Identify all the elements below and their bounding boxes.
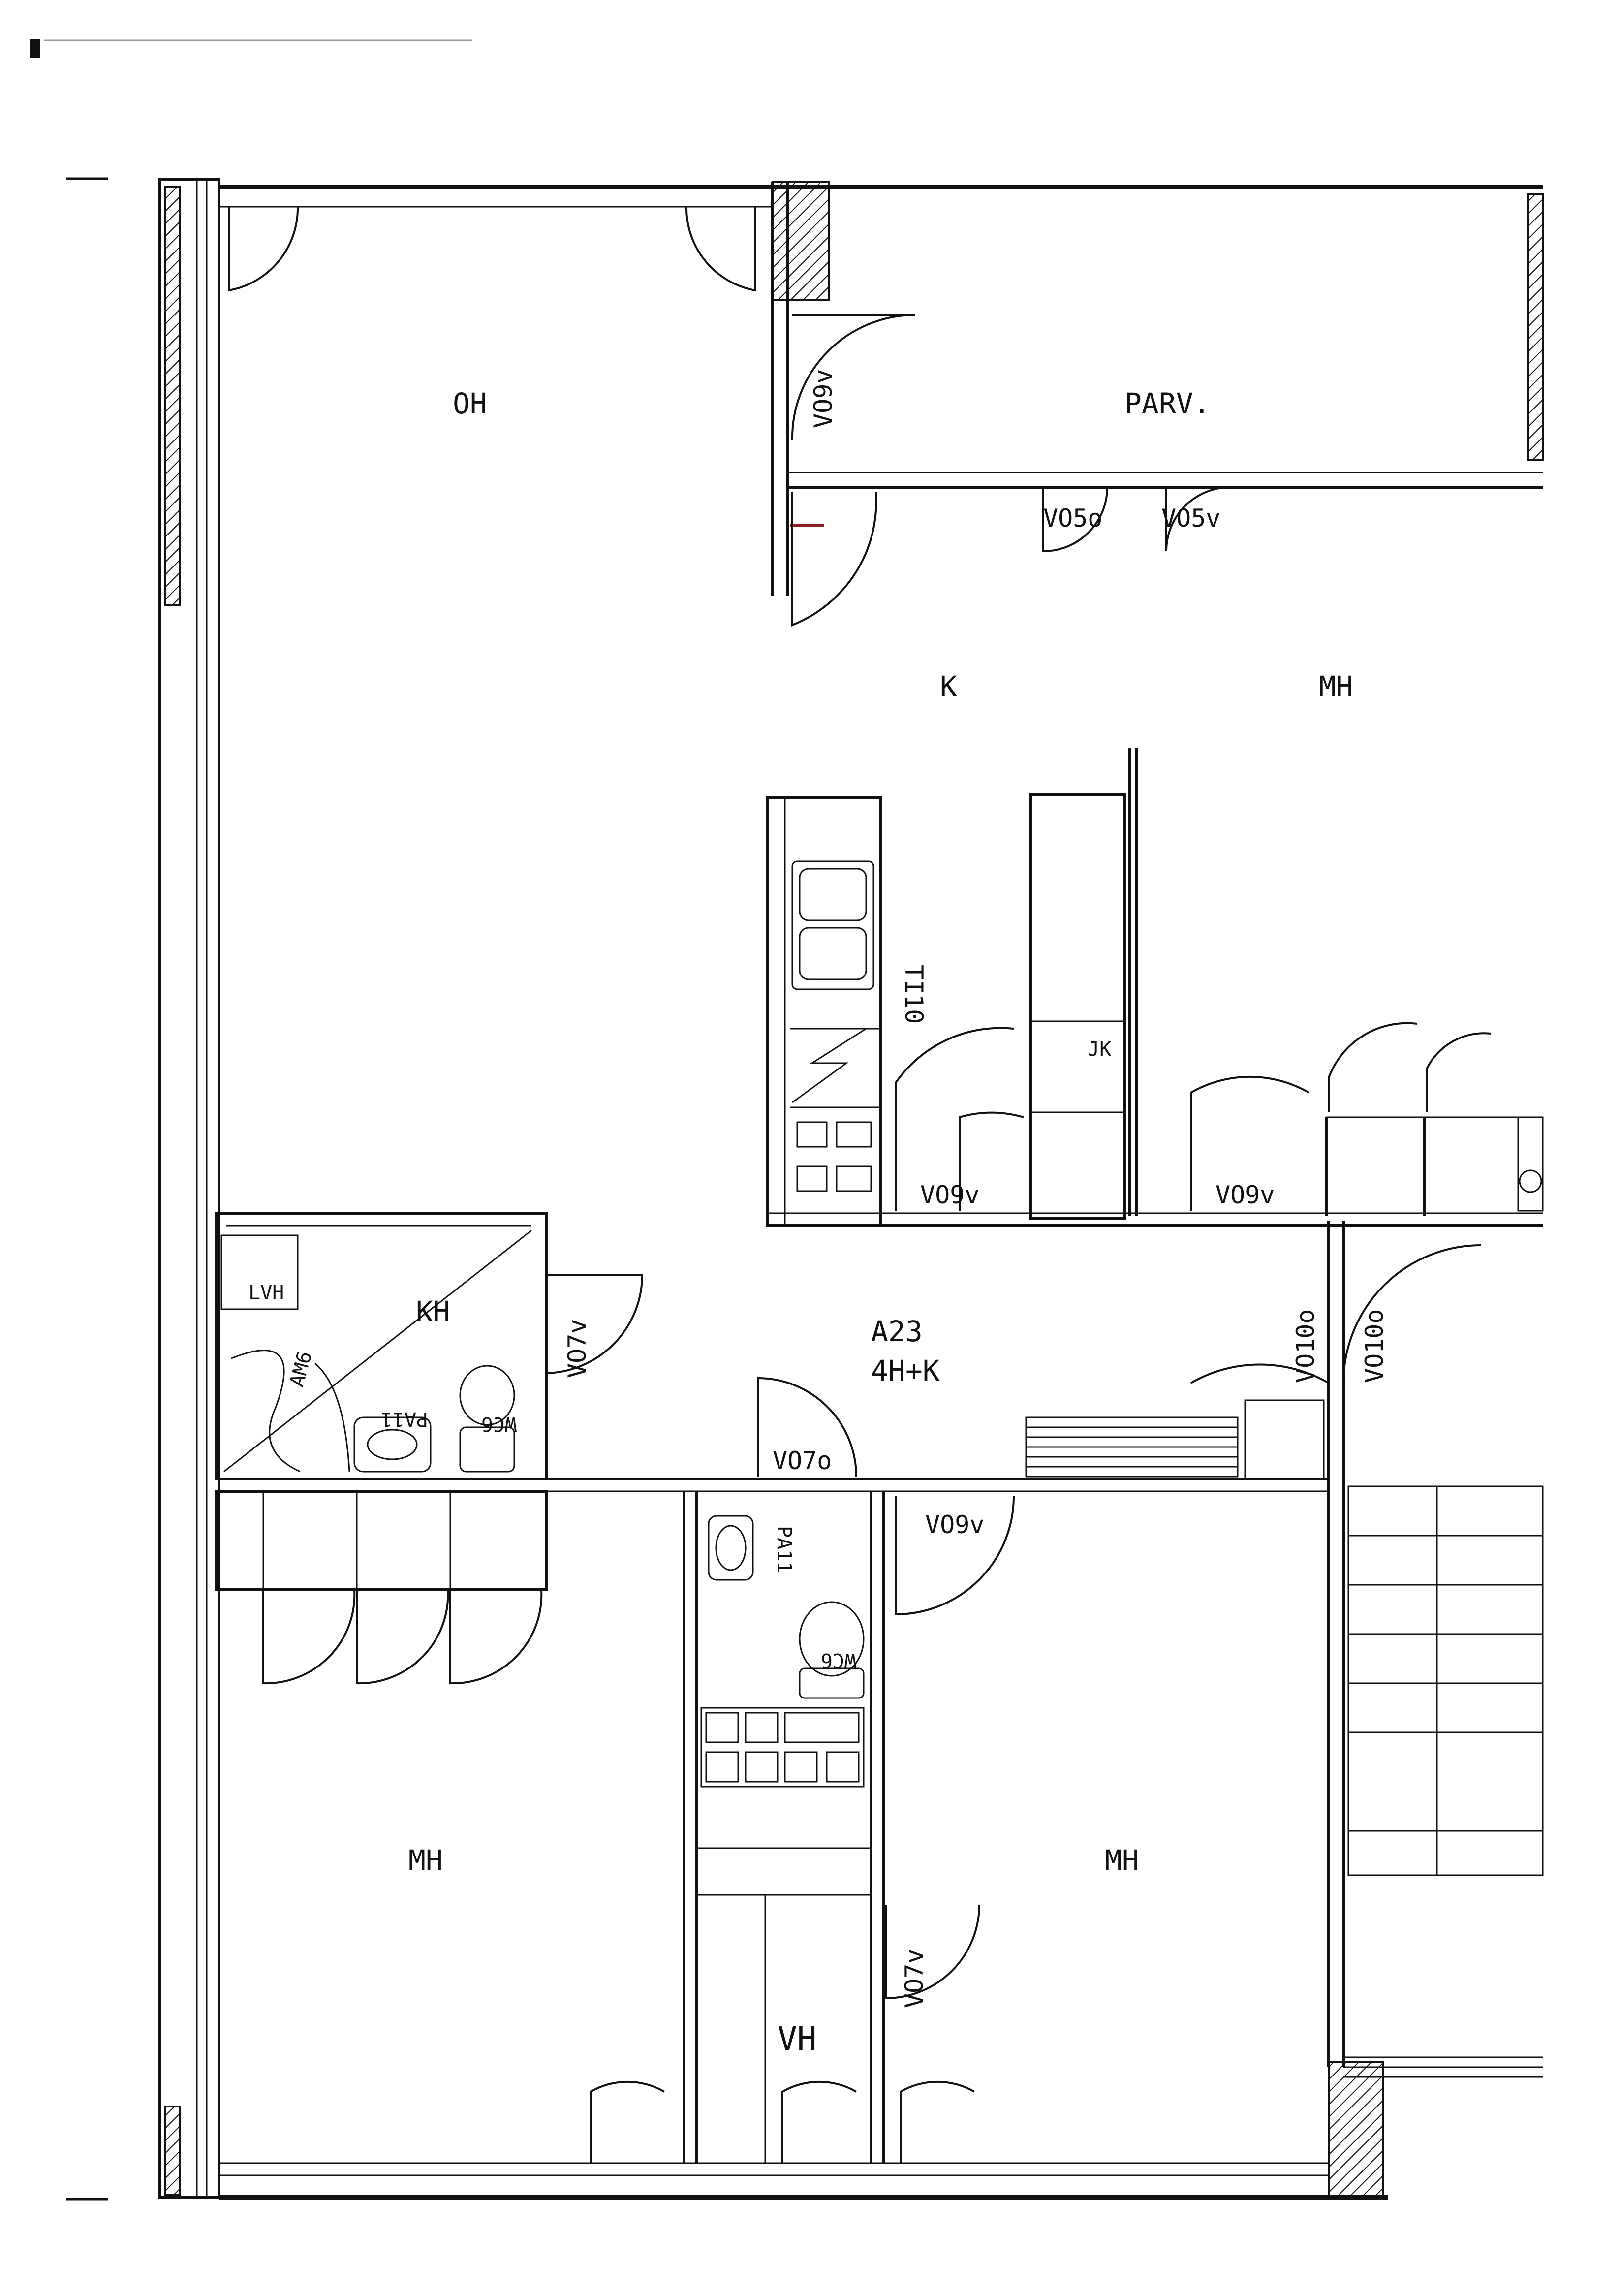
code-jk: JK [1088,1038,1111,1061]
room-label-mh-left: MH [408,1844,443,1877]
scan-mark [30,39,40,58]
code-vo7v-vh: VO7v [900,1949,929,2008]
code-vo9v-mh: VO9v [925,1510,984,1539]
code-am6: AM6 [285,1349,316,1389]
code-vo10o-left: VO10o [1291,1309,1320,1383]
room-label-kh: KH [416,1295,450,1328]
code-pa11-kh: PA11 [381,1408,428,1430]
code-vo5o: VO5o [1043,504,1102,533]
room-label-parv: PARV. [1124,387,1211,420]
room-label-mh-right: MH [1105,1844,1139,1877]
interior-walls [215,748,1544,2163]
room-label-k: K [940,670,957,703]
fixtures [220,860,1544,1699]
room-label-vh: VH [778,2020,816,2058]
code-vo9v-kitchen-left: VO9v [920,1181,979,1209]
apartment-id: A23 [871,1315,923,1348]
doors [228,206,1492,2163]
code-vo9v-kitchen-right: VO9v [1215,1181,1275,1209]
code-wc6-wc: WC6 [821,1649,856,1671]
room-label-mh-top: MH [1319,670,1353,703]
code-vo10o-right: VO10o [1360,1309,1389,1383]
code-vo7o: VO7o [773,1447,832,1475]
code-lvh: LVH [249,1282,284,1304]
outer-walls [158,178,1544,2200]
code-vo7v-kh: VO7v [563,1319,592,1378]
room-label-oh: OH [453,387,487,420]
code-wc6-kh: WC6 [481,1413,517,1435]
code-pa11-wc: PA11 [773,1526,795,1573]
apartment-type: 4H+K [871,1354,940,1387]
code-vo5v: VO5v [1161,504,1220,533]
code-ti10: TI10 [900,965,928,1024]
code-vo9v-balcony: VO9v [809,369,838,428]
